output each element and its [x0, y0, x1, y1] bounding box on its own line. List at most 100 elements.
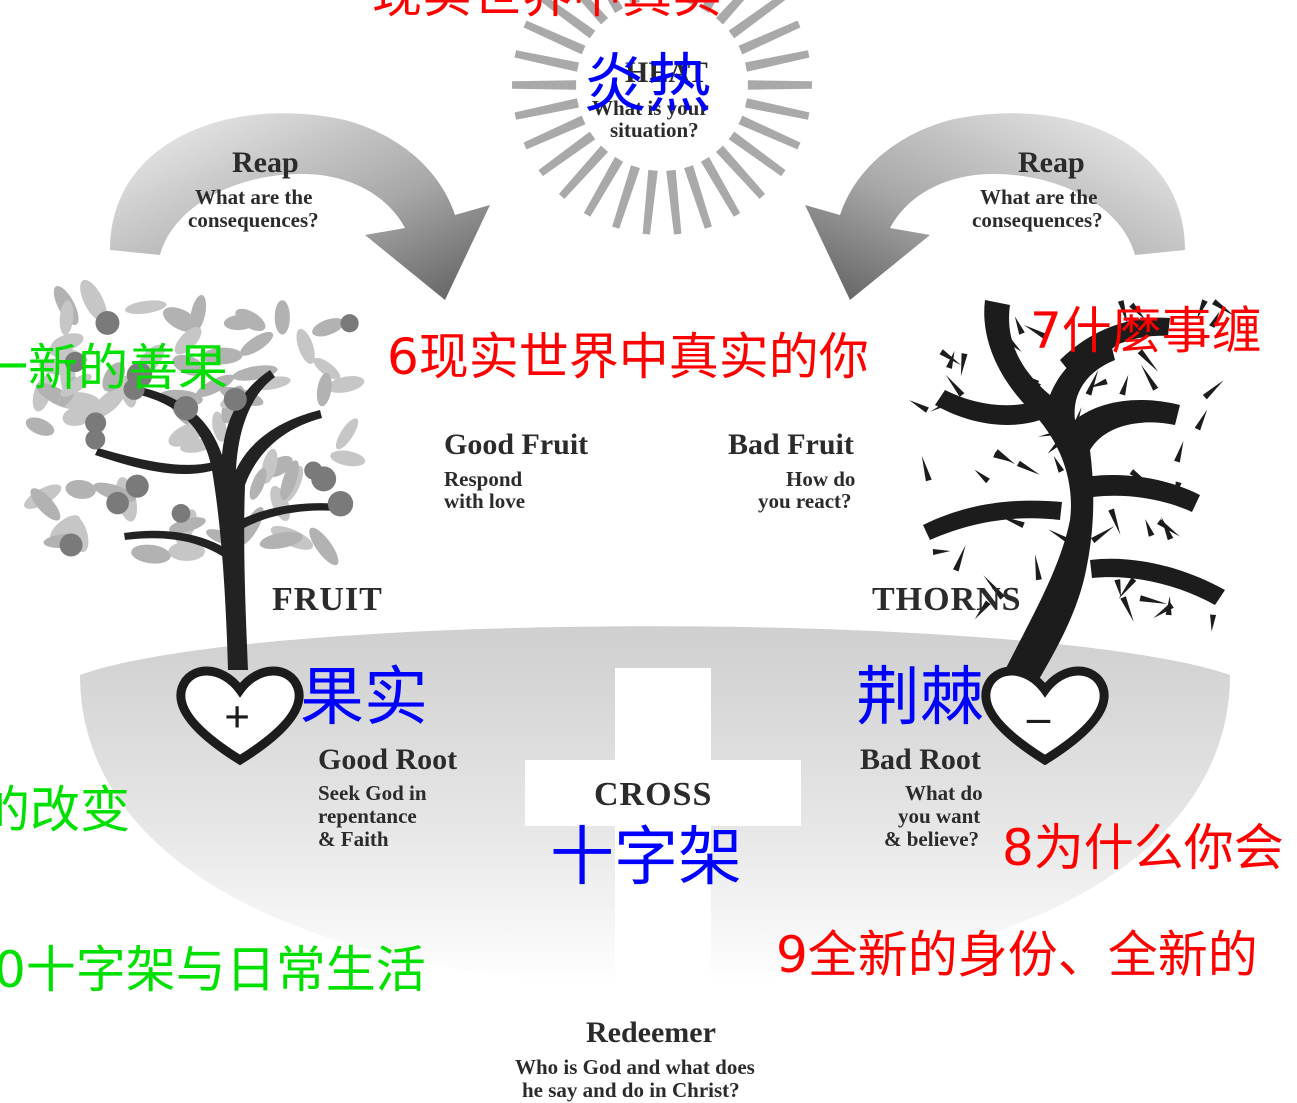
leaf [60, 373, 92, 397]
thorn-spike [1016, 460, 1040, 475]
leaf [296, 328, 315, 364]
thorn-spike [1023, 324, 1048, 340]
sun-ray [666, 169, 682, 235]
thorn-spike [1091, 526, 1115, 544]
leaf [309, 527, 339, 566]
bad-fruit-subtitle-2: you react? [758, 489, 852, 513]
leaf [326, 376, 365, 393]
sun-ray [512, 80, 577, 90]
thorn-spike [1025, 378, 1041, 390]
reap-right-subtitle-1: What are the [980, 185, 1098, 209]
reap-left-subtitle-1: What are the [195, 185, 313, 209]
good-root-title: Good Root [318, 743, 458, 776]
sun-ray [579, 0, 609, 25]
leaf [125, 300, 167, 314]
fruit [85, 429, 106, 450]
thorn-spike [921, 455, 932, 482]
sun-ray [629, 0, 640, 5]
thorns-label: THORNS [872, 581, 1022, 618]
sun-ray [738, 115, 801, 150]
thorn-spike [953, 545, 966, 572]
overlay-heat-cn: 炎热 [583, 48, 711, 122]
sun-ray [523, 20, 586, 55]
thorn-spike [1117, 300, 1128, 325]
leaf [240, 331, 274, 356]
thorn-spike [1129, 469, 1154, 488]
leaf [249, 467, 267, 500]
thorn-spike [974, 469, 990, 484]
bad-heart-icon [981, 666, 1109, 766]
thorn-spike [909, 400, 929, 413]
leaf [201, 347, 243, 365]
bad-root-subtitle-2: you want [898, 804, 981, 828]
sun-ray [745, 50, 810, 72]
sun-ray [642, 169, 658, 235]
sun-ray [514, 98, 579, 120]
fruit [59, 533, 83, 557]
sun-ray [523, 115, 586, 150]
thorn-spike [1209, 311, 1220, 328]
thorn-spike [998, 515, 1025, 528]
thorn-spike [1157, 519, 1181, 537]
thorn-spike [1085, 369, 1099, 396]
thorn-spike [1212, 299, 1235, 316]
overlay-new-good-fruit: 一新的善果 [0, 339, 228, 397]
sun-ray [583, 157, 624, 217]
thorn-spike [1014, 316, 1025, 335]
thorn-tree-icon [909, 299, 1235, 695]
thorn-spike [1137, 349, 1159, 372]
thorn-spike [1194, 409, 1208, 431]
thorn-spike [1118, 577, 1137, 599]
thorn-spike [939, 349, 962, 366]
redeemer-title: Redeemer [586, 1016, 716, 1049]
leaf [172, 354, 206, 376]
good-fruit-title: Good Fruit [444, 428, 589, 461]
fruit [64, 351, 86, 373]
leaf [274, 300, 290, 335]
thorn-spike [994, 449, 1016, 465]
leaf [313, 357, 341, 380]
good-tree-icon [24, 279, 366, 670]
fruit-label: FRUIT [272, 581, 383, 618]
reap-right-subtitle-2: consequences? [972, 208, 1103, 232]
sun-ray [612, 165, 640, 229]
leaf [25, 417, 55, 436]
leaf [195, 374, 235, 398]
overlay-cross-daily: 0十字架与日常生活 [0, 941, 426, 999]
redeemer-subtitle-1: Who is God and what does [515, 1055, 755, 1079]
bad-root-subtitle-1: What do [905, 781, 983, 805]
sun-ray [738, 20, 801, 55]
thorn-spike [1174, 481, 1182, 500]
thorn-spike [1129, 302, 1146, 320]
leaf [30, 488, 61, 521]
thorn-spike [1005, 337, 1022, 352]
sun-ray [514, 50, 579, 72]
leaf [223, 314, 256, 331]
thorn-spike [983, 575, 1005, 600]
thorn-spike [1119, 374, 1129, 396]
leaf [131, 544, 171, 564]
thorn-spike [1048, 529, 1073, 546]
sun-ray [747, 80, 812, 90]
good-root-subtitle-2: repentance [318, 804, 417, 828]
fruit [171, 504, 191, 523]
thorn-spike [1108, 334, 1130, 350]
overlay-thorns-cn: 荆棘 [856, 661, 984, 735]
thorn-spike [1196, 299, 1208, 320]
overlay-change: 的改变 [0, 781, 130, 839]
leaf [316, 372, 332, 407]
overlay-real-you: 6现实世界中真实的你 [387, 328, 869, 386]
fruit [173, 396, 199, 421]
thorn-spike [1207, 585, 1214, 605]
thorn-spike [932, 549, 951, 555]
fruit [125, 474, 149, 498]
leaf [312, 318, 345, 337]
thorn-spike [1087, 341, 1101, 361]
good-fruit-subtitle-1: Respond [444, 467, 523, 491]
fruit [95, 310, 120, 335]
reap-left-title: Reap [232, 146, 299, 179]
thorn-spike [974, 600, 991, 620]
thorn-spike [993, 451, 1011, 462]
leaf [65, 479, 96, 499]
